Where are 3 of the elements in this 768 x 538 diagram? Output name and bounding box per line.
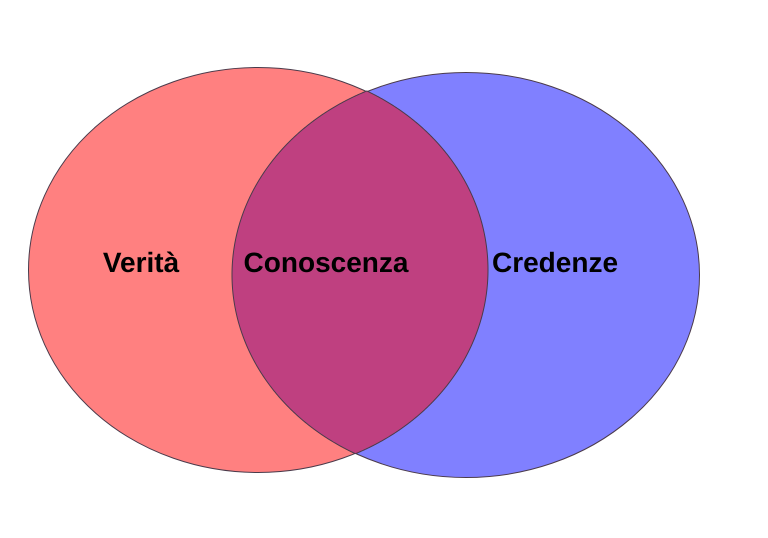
set-label: Verità <box>102 248 180 278</box>
intersection-label: Conoscenza <box>244 248 408 278</box>
set-label: Credenze <box>492 248 618 278</box>
